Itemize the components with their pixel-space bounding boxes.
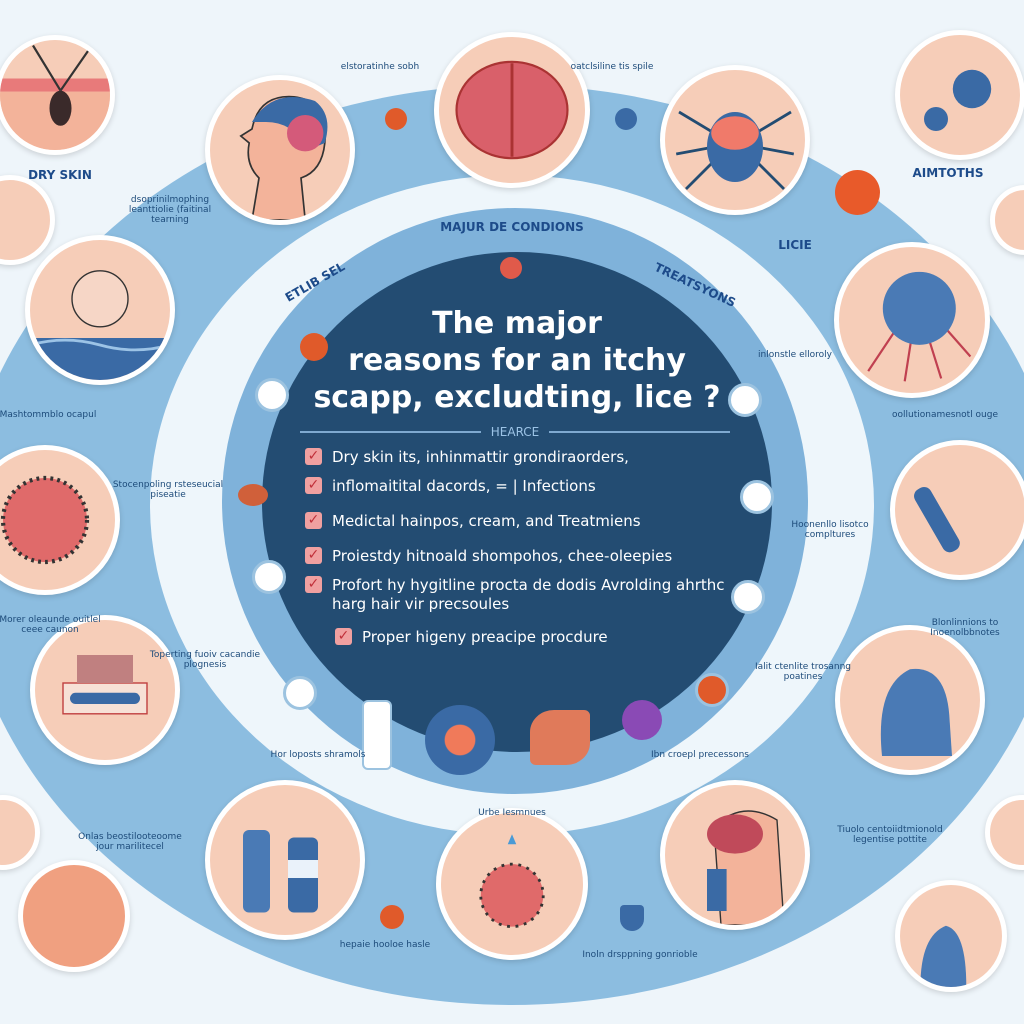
- main-title: The major reasons for an itchy scapp, ex…: [262, 305, 772, 416]
- shield-icon: [620, 905, 644, 931]
- red-fibers-illustration: [0, 175, 55, 265]
- needle-icon: [731, 580, 765, 614]
- head-water-illustration: [25, 235, 175, 385]
- checklist-item: ✓ Dry skin its, inhinmattir grondiraorder…: [305, 448, 725, 467]
- checklist-item: ✓ Profort hy hygitline procta de dodis Av…: [305, 576, 725, 614]
- checkbox-icon: ✓: [305, 477, 322, 494]
- divider-line: [300, 431, 481, 433]
- comb-illustration: [30, 615, 180, 765]
- woman-scratching-illustration: [895, 880, 1007, 992]
- partial-illustration-bottom-right: [985, 795, 1024, 870]
- checkbox-icon: ✓: [305, 512, 322, 529]
- head-profile-illustration: [660, 780, 810, 930]
- top-germ-icon: [500, 257, 522, 279]
- skin-closeup-illustration: [18, 860, 130, 972]
- blue-virus-illustration: [834, 242, 990, 398]
- small-germ-icon: [385, 108, 407, 130]
- label: Morer oleaunde ouitlel ceee caunon: [0, 615, 101, 635]
- shampoo-bottles-illustration: [205, 780, 365, 940]
- checklist-text: Proper higeny preacipe procdure: [362, 628, 608, 646]
- red-germ-icon: [300, 333, 328, 361]
- hair-follicle-illustration: [0, 35, 115, 155]
- caption-licie: LICIE: [778, 238, 812, 252]
- title-line: scapp, excludting, lice ?: [313, 380, 721, 415]
- caption-conditions: MAJUR DE CONDIONS: [440, 220, 584, 234]
- center-panel: [262, 252, 772, 752]
- label: Mashtommblo ocapul: [0, 410, 97, 420]
- red-virus-illustration: [436, 808, 588, 960]
- label: Ialit ctenlite trosanng poatines: [754, 662, 852, 682]
- checklist-text: Medictal hainpos, cream, and Treatmiens: [332, 512, 641, 530]
- label: Tiuolo centoiidtmionold legentise pottit…: [837, 825, 943, 845]
- orange-germ-icon: [695, 673, 729, 707]
- caption-dry-skin: DRY SKIN: [28, 168, 92, 182]
- bottle-small-icon: [283, 676, 317, 710]
- woman-hair-illustration: [835, 625, 985, 775]
- label: Ibn croepl precessons: [650, 750, 749, 760]
- checkbox-icon: ✓: [305, 576, 322, 593]
- label: Urbe Iesmnues: [478, 808, 546, 818]
- tick-illustration: [660, 65, 810, 215]
- label: Blonlinnions to Inoenolbbnotes: [930, 618, 1000, 638]
- checklist: ✓ Dry skin its, inhinmattir grondiraorder…: [305, 448, 725, 657]
- checkbox-icon: ✓: [305, 547, 322, 564]
- label: Hor loposts shramols: [270, 750, 366, 760]
- checklist-item: ✓ Proiestdy hitnoald shompohos, chee-olee…: [305, 547, 725, 566]
- bug-icon: [238, 484, 268, 506]
- partial-illustration-right: [990, 185, 1024, 255]
- section-divider: HEARCE: [300, 425, 731, 439]
- cells-icon: [252, 560, 286, 594]
- head-scalp-illustration: [205, 75, 355, 225]
- label: Stocenpoling rsteseucial piseatie: [112, 480, 224, 500]
- checklist-text: Dry skin its, inhinmattir grondiraorders…: [332, 448, 629, 466]
- label: Toperting fuoiv cacandie plognesis: [149, 650, 261, 670]
- label: hepaie hooloe hasle: [339, 940, 431, 950]
- purple-germ-icon: [622, 700, 662, 740]
- title-line: reasons for an itchy: [348, 343, 686, 378]
- comb-hand-illustration: [890, 440, 1024, 580]
- small-blue-germ-icon: [615, 108, 637, 130]
- checklist-text: inflomaitital dacords, = | Infections: [332, 477, 596, 495]
- partial-illustration-bottom-left: [0, 795, 40, 870]
- label: inlonstle elloroly: [758, 350, 832, 360]
- checkbox-icon: ✓: [335, 628, 352, 645]
- bottom-germ-icon: [380, 905, 404, 929]
- label: Onlas beostilooteoome jour marilitecel: [78, 832, 182, 852]
- title-line: The major: [432, 306, 602, 341]
- checkbox-icon: ✓: [305, 448, 322, 465]
- checklist-item: ✓ inflomaitital dacords, = | Infections: [305, 477, 725, 496]
- checklist-text: Proiestdy hitnoald shompohos, chee-oleep…: [332, 547, 673, 565]
- label: elstoratinhe sobh: [340, 62, 420, 72]
- divider-label: HEARCE: [490, 425, 540, 439]
- label: oollutionamesnotl ouge: [891, 410, 999, 420]
- shrimp-icon: [530, 710, 590, 765]
- orange-virus-icon: [835, 170, 880, 215]
- checklist-text: Profort hy hygitline procta de dodis Avr…: [332, 576, 725, 613]
- virus-icon: [425, 705, 495, 775]
- mites-illustration: [895, 30, 1024, 160]
- flower-icon: [255, 378, 289, 412]
- lotion-bottle-icon: [362, 700, 392, 770]
- checklist-item: ✓ Medictal hainpos, cream, and Treatmiens: [305, 512, 725, 531]
- label: Inoln drsppning gonrioble: [582, 950, 698, 960]
- label: oatclsiline tis spile: [570, 62, 654, 72]
- label: Hoonenllo lisotco compltures: [791, 520, 869, 540]
- label: dsoprinilmophing leanttiolie (faitinal t…: [128, 195, 212, 225]
- divider-line: [549, 431, 731, 433]
- brain-illustration: [434, 32, 590, 188]
- caption-aimtoths: AIMTOTHS: [912, 166, 984, 180]
- spiky-ball-illustration: [0, 445, 120, 595]
- germ-icon: [728, 383, 762, 417]
- eye-icon: [740, 480, 774, 514]
- checklist-item: ✓ Proper higeny preacipe procdure: [335, 628, 725, 647]
